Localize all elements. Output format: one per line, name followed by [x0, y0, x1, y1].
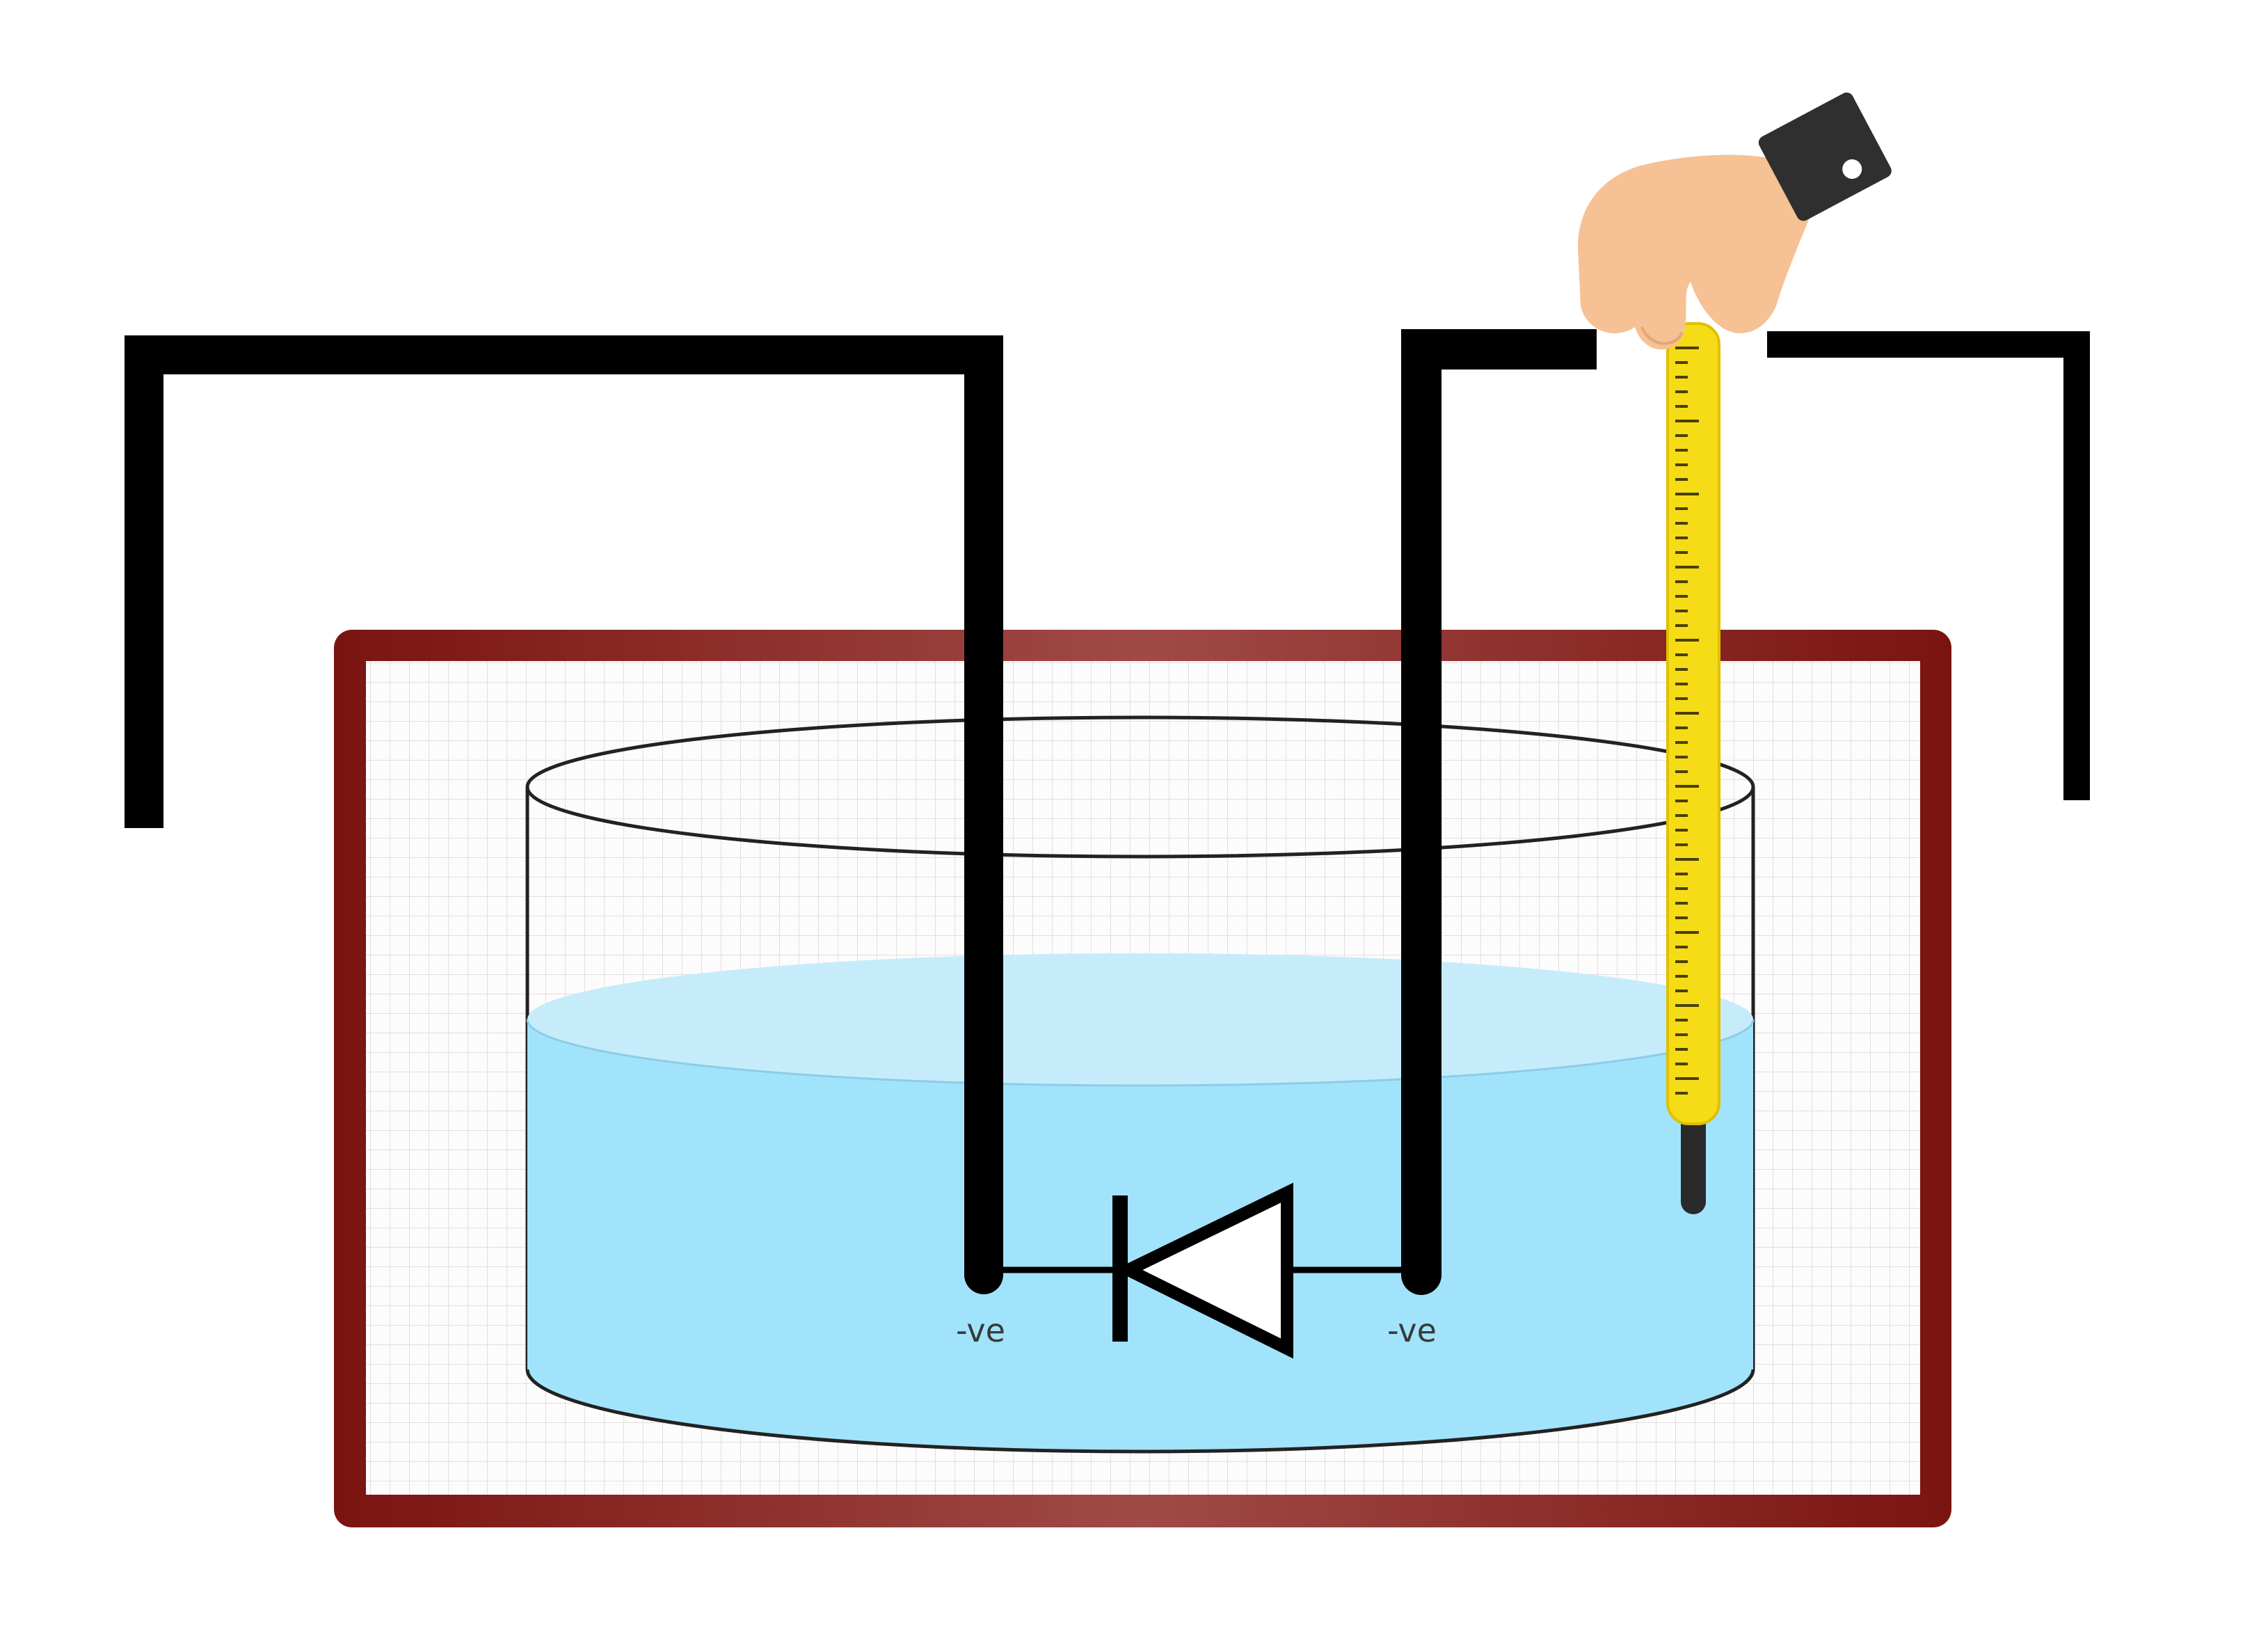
left-electrode-wire	[125, 335, 1003, 1294]
thermometer-scale-ticks	[1675, 347, 1699, 1095]
thermometer-bulb-tip	[1681, 1110, 1706, 1214]
left-electrode-tip	[964, 1255, 1003, 1294]
thermometer-icon	[1666, 322, 1720, 1214]
diode-symbol-icon	[984, 1182, 1421, 1359]
water-body	[527, 953, 1753, 1452]
right-wire-path	[1401, 329, 1597, 1275]
right-electrode-wire	[1401, 329, 2090, 1295]
cuff-button	[1842, 159, 1862, 179]
hand-palm	[1578, 154, 1816, 350]
water-surface	[527, 953, 1753, 1086]
right-terminal-label: -ve	[1387, 1312, 1437, 1349]
right-wire-outer-path	[1767, 331, 2090, 800]
beaker	[525, 715, 1755, 1454]
hand-finger-line	[1640, 326, 1684, 345]
right-electrode-tip	[1401, 1255, 1442, 1295]
left-wire-path	[125, 335, 1003, 1275]
thermometer-tube	[1666, 322, 1720, 1125]
beaker-rim	[525, 715, 1755, 859]
hand-icon	[1578, 92, 1892, 350]
beaker-bottom-edge	[525, 1369, 1755, 1454]
shirt-cuff	[1758, 92, 1892, 221]
left-terminal-label: -ve	[956, 1312, 1005, 1349]
